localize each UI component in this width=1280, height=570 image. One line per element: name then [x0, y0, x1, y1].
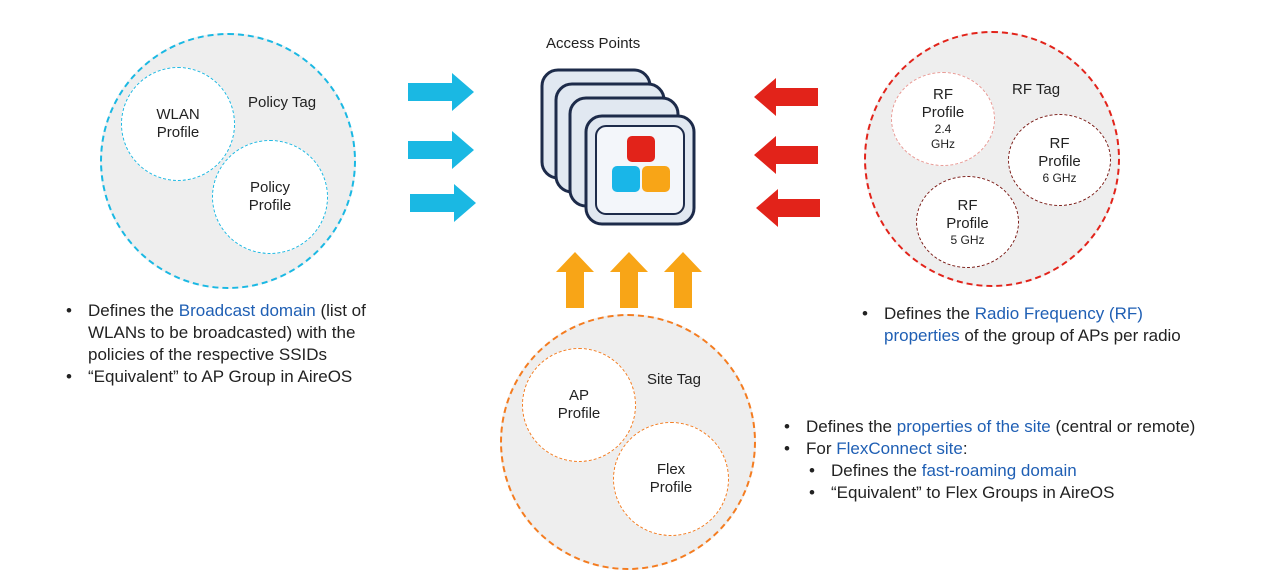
rf-24-line-4: GHz [931, 137, 955, 151]
rf-24-line-3: 2.4 [934, 122, 952, 136]
wlan-profile-circle: WLAN Profile [121, 67, 235, 181]
red-arrow-1 [754, 78, 818, 116]
policy-profile-circle: Policy Profile [212, 140, 328, 254]
flex-profile-line-1: Flex [656, 461, 686, 478]
blue-arrow-3 [410, 184, 476, 222]
policy-bullet-1-cont-a: WLANs to be broadcasted) with the [88, 323, 356, 342]
ap-profile-line-2: Profile [557, 405, 601, 422]
wlan-profile-line-1: WLAN [156, 106, 200, 123]
ap-profile-circle: AP Profile [522, 348, 636, 462]
rf-6-line-2: Profile [1038, 152, 1081, 170]
policy-profile-line-1: Policy [249, 179, 290, 196]
access-point-stack-icon [540, 68, 696, 226]
orange-arrow-1 [556, 252, 594, 308]
wlan-profile-line-2: Profile [156, 124, 200, 141]
policy-bullet-2: • “Equivalent” to AP Group in AireOS [66, 367, 353, 386]
rf-bullet-1-cont: properties of the group of APs per radio [884, 326, 1181, 345]
ap-profile-line-1: AP [568, 387, 589, 404]
site-subbullet-2: • “Equivalent” to Flex Groups in AireOS [809, 483, 1115, 502]
policy-bullet-1: • Defines the Broadcast domain (list of [66, 301, 366, 320]
flex-profile-circle: Flex Profile [613, 422, 729, 536]
bullet-dot: • [66, 367, 72, 386]
rf-24-line-2: Profile [921, 104, 965, 121]
bullet-dot: • [809, 461, 815, 480]
rf-6-line-3: 6 GHz [1042, 170, 1077, 185]
rf-5-line-3: 5 GHz [950, 232, 985, 247]
site-tag-label: Site Tag [647, 371, 701, 388]
site-tag-description: • Defines the properties of the site (ce… [780, 416, 1275, 504]
flex-profile-line-2: Profile [649, 479, 693, 496]
broadcast-domain-highlight: Broadcast domain [178, 301, 316, 320]
orange-arrow-3 [664, 252, 702, 308]
site-bullet-2: • For FlexConnect site: [784, 439, 968, 458]
rf-highlight: Radio Frequency (RF) [974, 304, 1143, 323]
policy-tag-label: Policy Tag [248, 94, 317, 111]
rf-6-line-1: RF [1049, 134, 1070, 152]
red-arrow-3 [756, 189, 820, 227]
rf-5-line-2: Profile [946, 214, 989, 232]
bullet-dot: • [66, 301, 72, 320]
orange-arrow-2 [610, 252, 648, 308]
bullet-dot: • [784, 417, 790, 436]
rf-profile-24ghz-circle: RF Profile 2.4 GHz [891, 72, 995, 166]
blue-arrow-1 [408, 73, 474, 111]
rf-profile-5ghz-circle: RF Profile 5 GHz [916, 176, 1019, 268]
flexconnect-highlight: FlexConnect site [836, 439, 963, 458]
bullet-dot: • [784, 439, 790, 458]
rf-bullet-1: • Defines the Radio Frequency (RF) [862, 304, 1143, 323]
policy-tag-description: • Defines the Broadcast domain (list of … [62, 300, 442, 388]
bullet-dot: • [809, 483, 815, 502]
policy-bullet-1-cont-b: policies of the respective SSIDs [88, 345, 328, 364]
red-arrow-2 [754, 136, 818, 174]
rf-profile-6ghz-circle: RF Profile 6 GHz [1008, 114, 1111, 206]
rf-24-line-1: RF [933, 86, 953, 103]
bullet-dot: • [862, 304, 868, 323]
fast-roaming-highlight: fast-roaming domain [921, 461, 1077, 480]
access-points-title: Access Points [546, 35, 641, 52]
policy-profile-line-2: Profile [248, 197, 292, 214]
rf-tag-label: RF Tag [1012, 81, 1061, 98]
rf-properties-highlight: properties [884, 326, 960, 345]
site-subbullet-1: • Defines the fast-roaming domain [809, 461, 1077, 480]
blue-arrow-2 [408, 131, 474, 169]
flow-arrows [408, 73, 820, 308]
rf-tag-description: • Defines the Radio Frequency (RF) prope… [858, 303, 1268, 347]
site-bullet-1: • Defines the properties of the site (ce… [784, 417, 1196, 436]
site-properties-highlight: properties of the site [896, 417, 1051, 436]
rf-5-line-1: RF [957, 196, 978, 214]
